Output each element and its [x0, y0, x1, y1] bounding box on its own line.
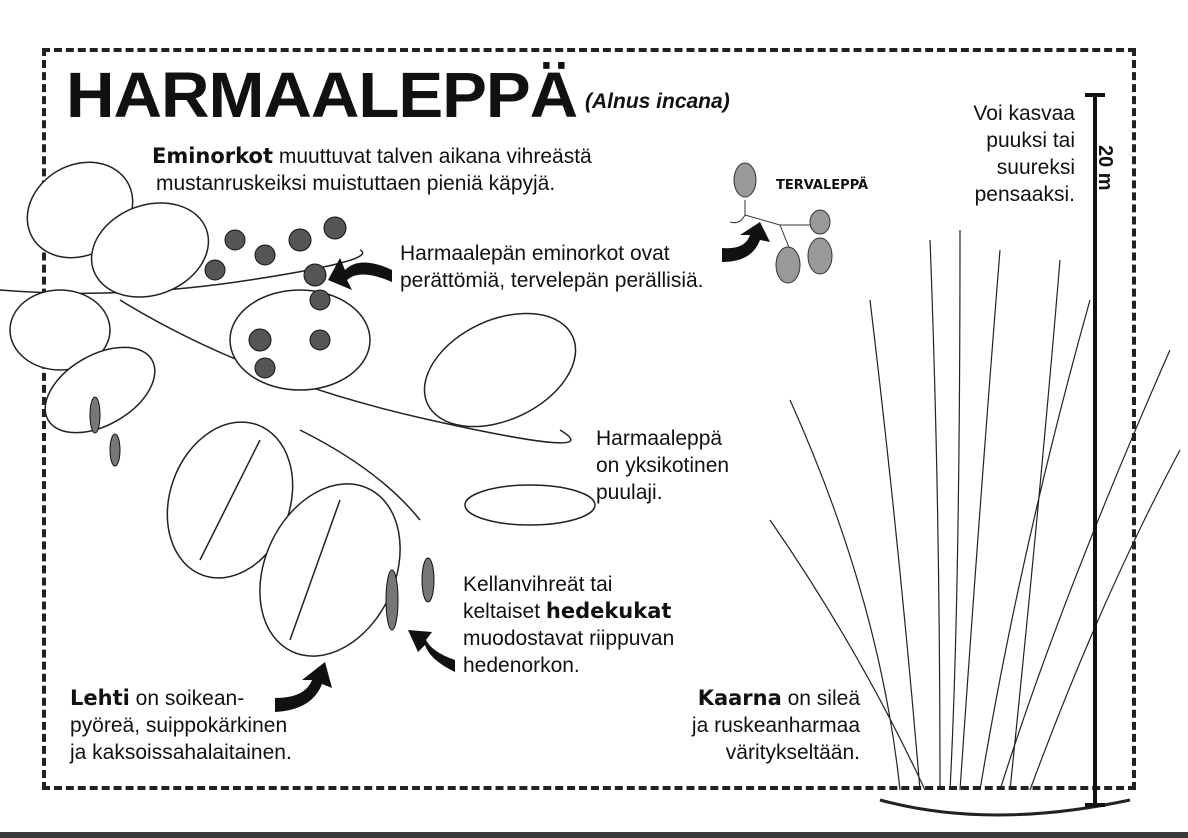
viewer-bottom-edge	[0, 832, 1188, 838]
height-label: 20 m	[1094, 145, 1116, 191]
tervaleppa-catkins	[729, 162, 833, 284]
latin-name: (Alnus incana)	[585, 90, 730, 113]
page-title: HARMAALEPPÄ	[66, 59, 578, 131]
leaf-text: Lehti on soikean- pyöreä, suippokärkinen…	[70, 686, 292, 764]
female-catkins-text: Eminorkot muuttuvat talven aikana vihreä…	[152, 144, 592, 195]
male-catkins-text: Kellanvihreät tai keltaiset hedekukat mu…	[463, 573, 675, 677]
male-catkins	[89, 396, 435, 631]
dashed-border	[42, 48, 1136, 790]
female-catkin-cones	[204, 216, 347, 379]
height-scale-bar	[1085, 93, 1105, 807]
tervaleppa-label: TERVALEPPÄ	[776, 178, 869, 193]
arrow-icons	[275, 222, 770, 712]
